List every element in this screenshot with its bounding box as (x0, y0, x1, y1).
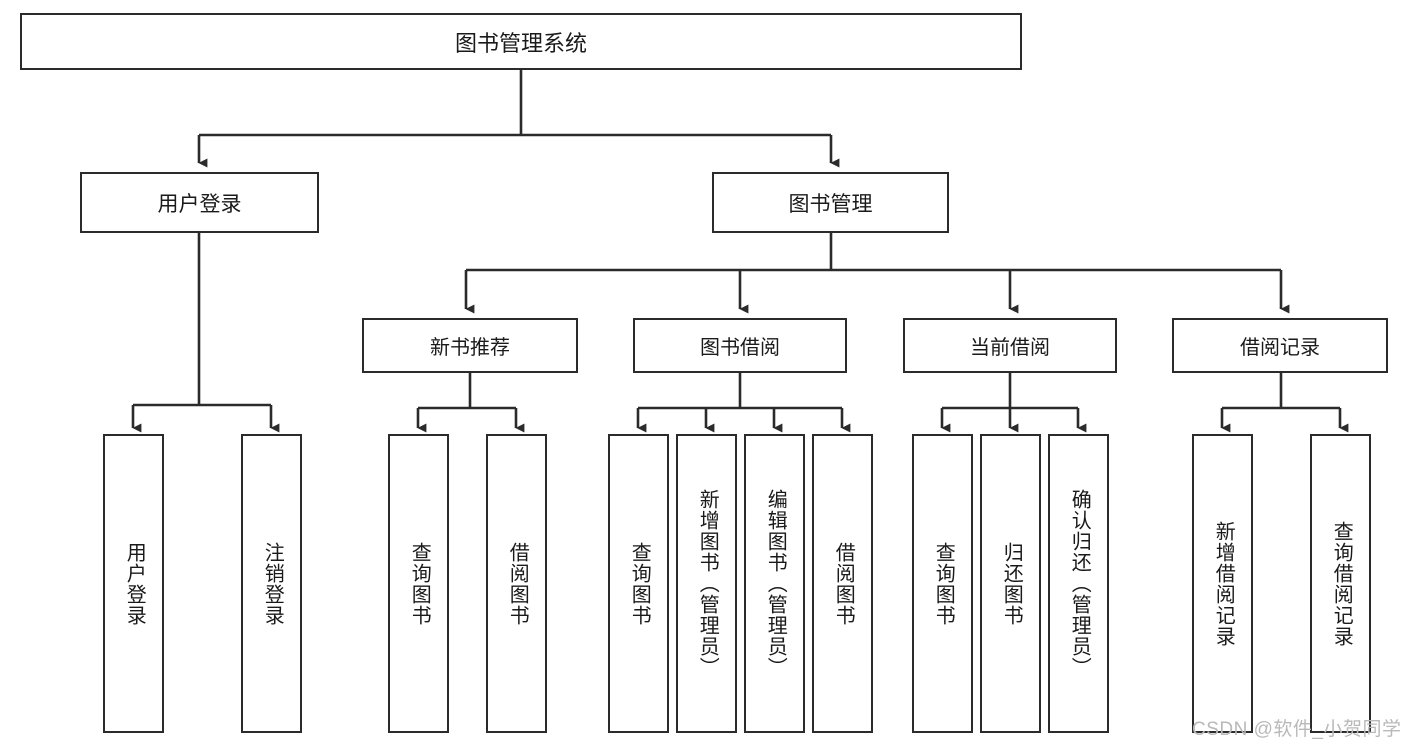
leaf-borrow-book-recommend[interactable]: 借阅图书 (486, 434, 547, 733)
node-current-borrow[interactable]: 当前借阅 (903, 318, 1117, 373)
node-label: 新增借阅记录 (1212, 520, 1235, 647)
node-label: 查询图书 (408, 541, 431, 626)
leaf-query-book-recommend[interactable]: 查询图书 (388, 434, 449, 733)
leaf-query-borrow-record[interactable]: 查询借阅记录 (1310, 434, 1371, 733)
node-label: 图书管理 (788, 192, 873, 216)
node-label: 图书借阅 (700, 337, 780, 359)
node-label: 确认归还（管理员） (1068, 489, 1091, 678)
leaf-add-borrow-record[interactable]: 新增借阅记录 (1192, 434, 1253, 733)
node-new-book-recommend[interactable]: 新书推荐 (362, 318, 578, 373)
node-root-book-management-system[interactable]: 图书管理系统 (20, 13, 1022, 70)
node-label: 借阅图书 (832, 541, 855, 626)
node-label: 借阅图书 (506, 541, 529, 626)
node-label: 查询图书 (932, 541, 955, 626)
node-label: 图书管理系统 (454, 30, 587, 56)
leaf-query-book-current[interactable]: 查询图书 (912, 434, 973, 733)
node-label: 借阅记录 (1240, 337, 1320, 359)
node-label: 新书推荐 (430, 337, 510, 359)
leaf-borrow-book[interactable]: 借阅图书 (812, 434, 873, 733)
node-label: 当前借阅 (970, 337, 1050, 359)
node-label: 用户登录 (157, 192, 242, 216)
leaf-logout-login[interactable]: 注销登录 (241, 434, 302, 733)
leaf-edit-book-admin[interactable]: 编辑图书（管理员） (744, 434, 805, 733)
leaf-query-book-borrow[interactable]: 查询图书 (608, 434, 669, 733)
node-label: 查询图书 (628, 541, 651, 626)
csdn-watermark: CSDN @软件_小贺同学 (1192, 719, 1402, 740)
leaf-confirm-return-admin[interactable]: 确认归还（管理员） (1048, 434, 1109, 733)
leaf-user-login[interactable]: 用户登录 (103, 434, 164, 733)
node-label: 查询借阅记录 (1330, 520, 1353, 647)
node-label: 编辑图书（管理员） (764, 489, 787, 678)
node-user-login[interactable]: 用户登录 (80, 172, 319, 233)
node-label: 新增图书（管理员） (696, 489, 719, 678)
node-book-management[interactable]: 图书管理 (712, 172, 949, 233)
node-label: 注销登录 (261, 541, 284, 626)
leaf-add-book-admin[interactable]: 新增图书（管理员） (676, 434, 737, 733)
node-book-borrow[interactable]: 图书借阅 (633, 318, 847, 373)
node-label: 归还图书 (1000, 541, 1023, 626)
node-borrow-record[interactable]: 借阅记录 (1172, 318, 1388, 373)
node-label: 用户登录 (123, 541, 146, 626)
leaf-return-book[interactable]: 归还图书 (980, 434, 1041, 733)
